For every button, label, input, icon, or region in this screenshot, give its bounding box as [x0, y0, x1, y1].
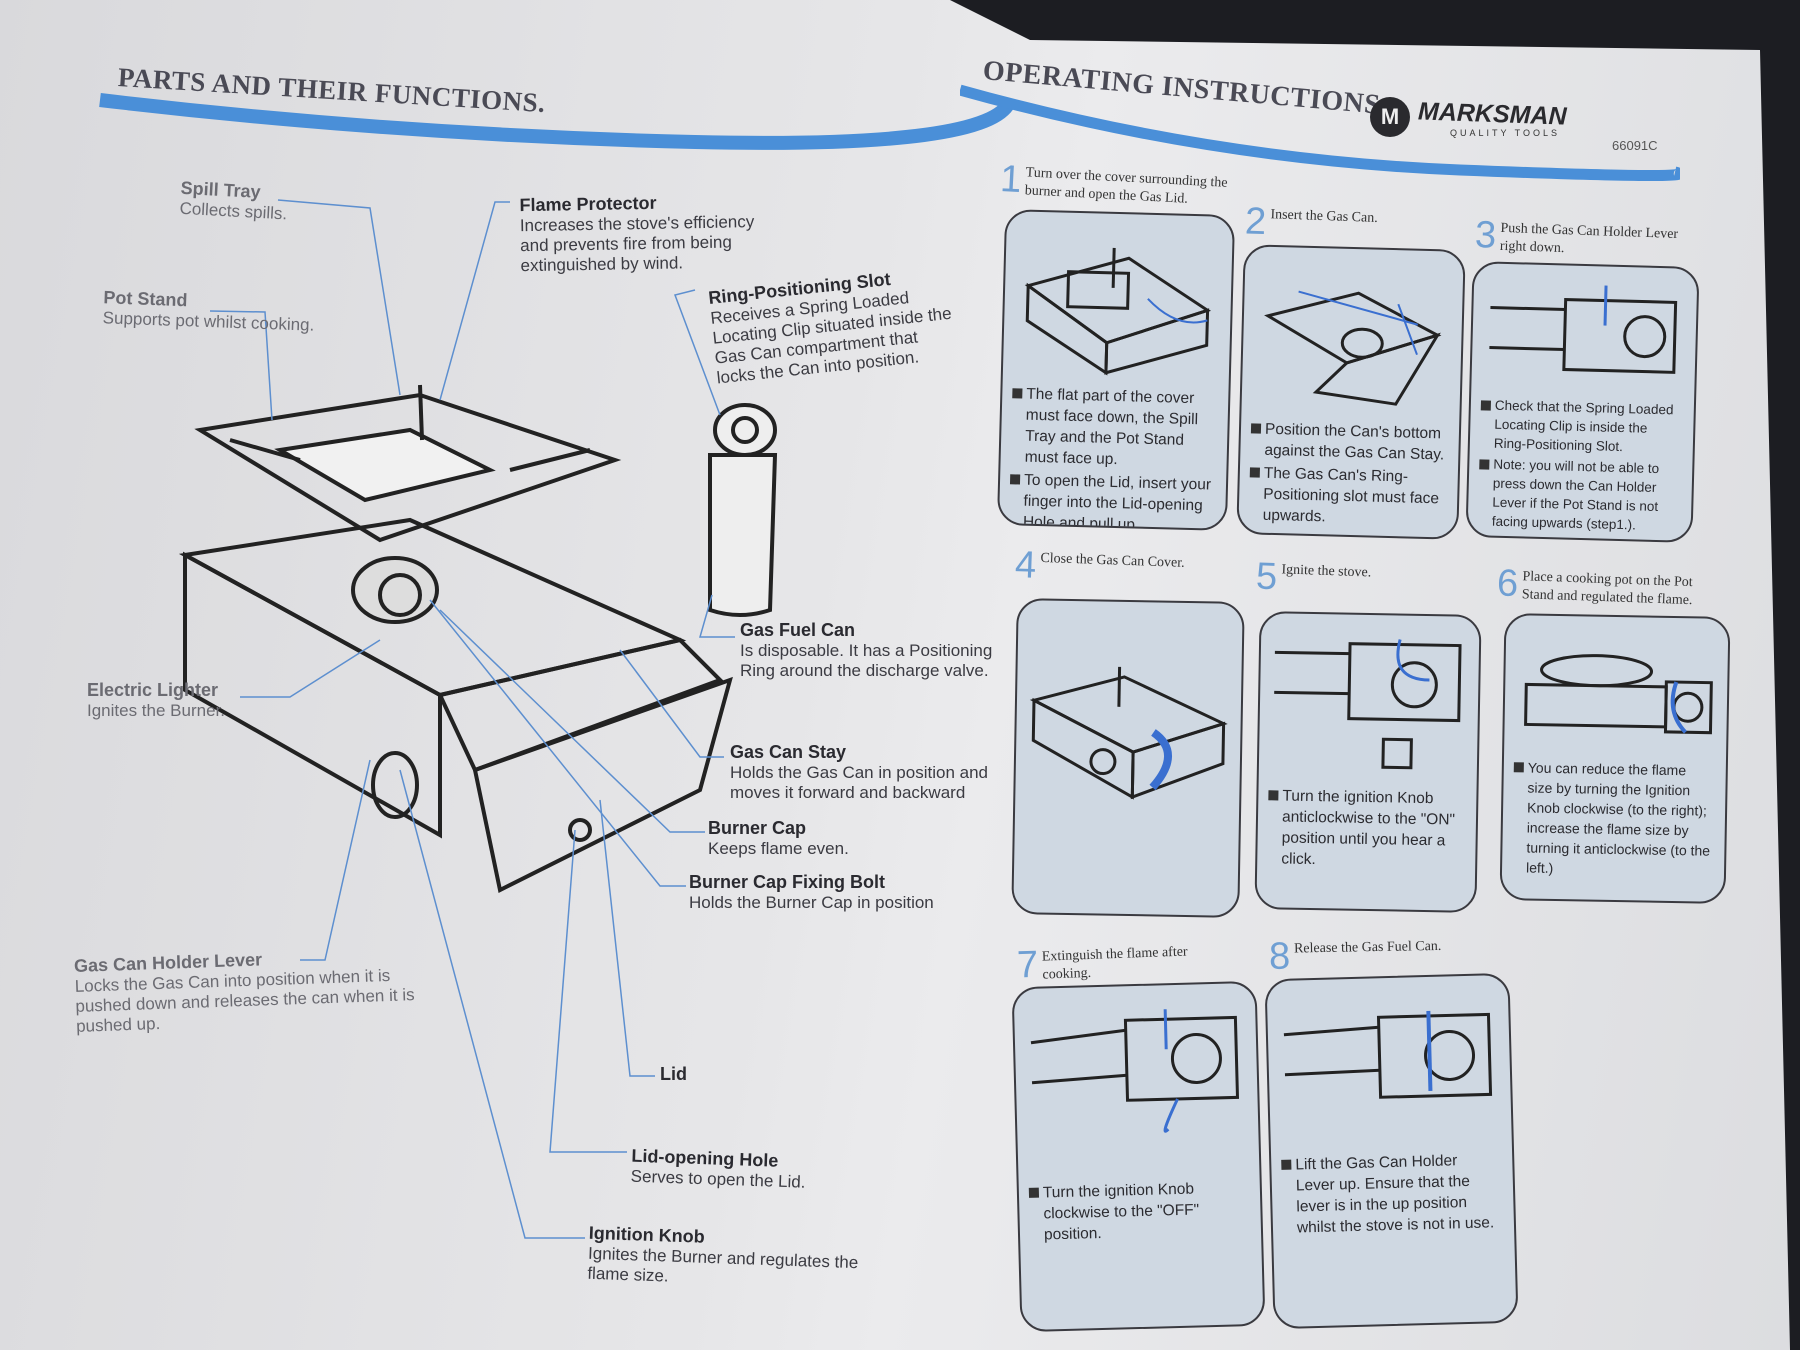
gas-can-illustration [708, 403, 778, 617]
step-6-box: You can reduce the flame size by turning… [1499, 613, 1731, 904]
step-1-illustration [1024, 247, 1212, 376]
step-6-bullet: You can reduce the flame size by turning… [1512, 757, 1714, 880]
stove-illustration [178, 384, 733, 893]
step-3-box: Check that the Spring Loaded Locating Cl… [1465, 261, 1700, 543]
step-8-illustration [1283, 1010, 1492, 1099]
step-7-illustration [1030, 1009, 1239, 1133]
step-2-bullet: Position the Can's bottom against the Ga… [1250, 418, 1447, 465]
marksman-logo-icon: M [1370, 97, 1410, 137]
step-1-bullet: The flat part of the cover must face dow… [1010, 383, 1216, 472]
blue-header-band-left [99, 93, 1015, 150]
brand-name: MARKSMAN [1417, 97, 1568, 131]
step-5-bullet: Turn the ignition Knob anticlockwise to … [1267, 785, 1464, 872]
step-8-box: Lift the Gas Can Holder Lever up. Ensure… [1264, 972, 1519, 1330]
model-number: 66091C [1612, 138, 1658, 153]
step-1-box: The flat part of the cover must face dow… [996, 209, 1236, 531]
brand-tagline: QUALITY TOOLS [1450, 128, 1561, 138]
step-5-box: Turn the ignition Knob anticlockwise to … [1254, 611, 1482, 913]
step-3-bullet: Note: you will not be able to press down… [1478, 454, 1681, 535]
step-4-box [1011, 598, 1245, 918]
step-6-illustration [1524, 654, 1713, 735]
step-2-illustration [1264, 290, 1442, 406]
part-lid: Lid [660, 1064, 687, 1084]
step-5-illustration [1274, 639, 1462, 770]
step-3-illustration [1488, 285, 1677, 374]
step-8-bullet: Lift the Gas Can Holder Lever up. Ensure… [1281, 1149, 1502, 1239]
step-7-box: Turn the ignition Knob clockwise to the … [1011, 980, 1266, 1333]
callout-leader-lines [209, 199, 735, 1239]
step-3-bullet: Check that the Spring Loaded Locating Cl… [1480, 395, 1682, 457]
step-2-bullet: The Gas Can's Ring-Positioning slot must… [1248, 462, 1446, 530]
step-1-bullet: To open the Lid, insert your finger into… [1009, 469, 1215, 531]
blue-header-band-right [960, 84, 1680, 182]
step-7-bullet: Turn the ignition Knob clockwise to the … [1029, 1177, 1250, 1246]
step-2-box: Position the Can's bottom against the Ga… [1236, 244, 1466, 540]
step-4-illustration [1029, 666, 1228, 800]
